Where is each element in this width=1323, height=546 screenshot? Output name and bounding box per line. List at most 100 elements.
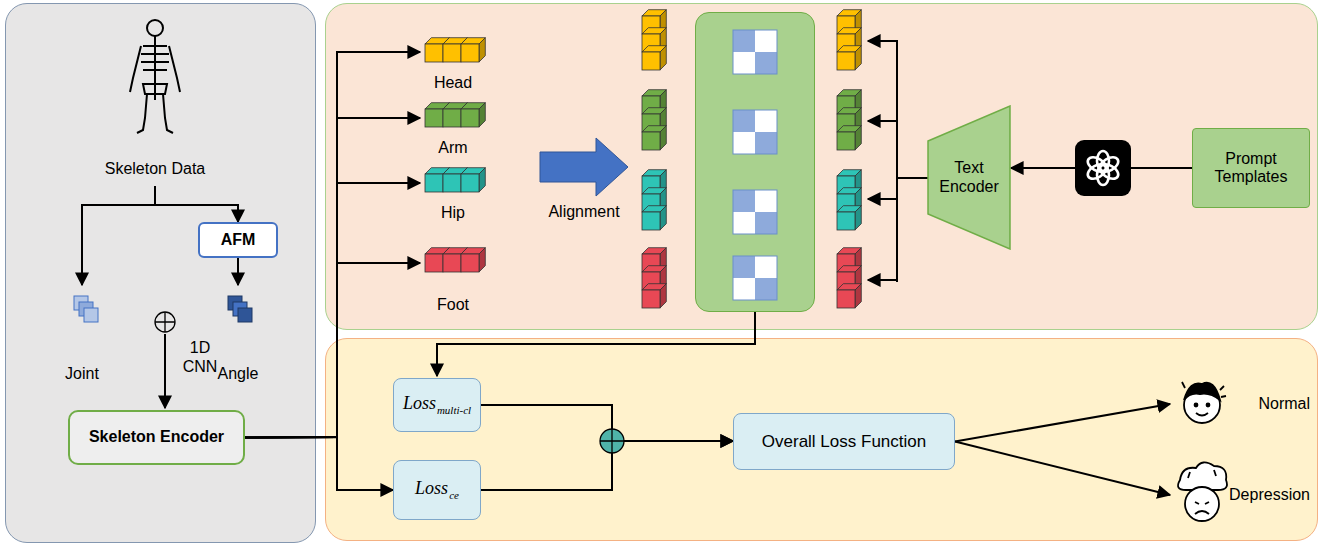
- cube: [479, 103, 485, 127]
- node-text: Prompt Templates: [1199, 150, 1303, 187]
- matrix-frame: [733, 256, 777, 300]
- cube: [855, 206, 861, 230]
- cube: [642, 212, 660, 230]
- node-text: Text Encoder: [933, 159, 1005, 196]
- similarity-matrices: [733, 30, 777, 300]
- skeleton-icon: [130, 20, 180, 133]
- angle-icon: [228, 296, 252, 322]
- cube: [660, 46, 666, 70]
- cube: [443, 174, 461, 192]
- part-feature: Foot: [420, 248, 486, 316]
- cube: [425, 109, 443, 127]
- loss-box: Lossce: [393, 460, 481, 520]
- cube: [425, 174, 443, 192]
- node-subtext: multi-cl: [437, 404, 471, 416]
- matrix-cell: [733, 212, 755, 234]
- process-box: Prompt Templates: [1192, 128, 1310, 208]
- matrix-cell: [733, 110, 755, 132]
- llm-logo: [1075, 140, 1131, 196]
- joint-icon: [74, 296, 98, 322]
- alignment-arrow: [540, 138, 628, 196]
- similarity-to-loss: [437, 312, 755, 376]
- node-text: Skeleton Data: [105, 160, 206, 178]
- matrix-cell: [755, 30, 777, 52]
- matrix-cell: [733, 190, 755, 212]
- part-feature: Arm: [420, 103, 486, 159]
- matrix-cell: [733, 256, 755, 278]
- node-text: Loss: [403, 393, 436, 413]
- annotation-label: Alignment: [543, 202, 625, 221]
- process-box: Overall Loss Function: [733, 413, 955, 470]
- outcome-label: Normal: [1170, 372, 1316, 436]
- node-text: Foot: [437, 296, 469, 314]
- node-subtext: ce: [449, 489, 459, 501]
- node-text: Normal: [1258, 395, 1310, 413]
- matrix-frame: [733, 30, 777, 74]
- node-text: Joint: [65, 365, 99, 383]
- annotation-label: 1D CNN: [180, 338, 220, 376]
- node-text: Hip: [441, 204, 465, 222]
- cube: [642, 290, 660, 308]
- cube: [443, 254, 461, 272]
- node-text: Overall Loss Function: [762, 432, 926, 452]
- cube: [479, 168, 485, 192]
- cube: [425, 44, 443, 62]
- node-text: Loss: [415, 478, 448, 498]
- matrix-frame: [733, 110, 777, 154]
- outcome-label: Depression: [1170, 462, 1316, 528]
- normal-face: [1182, 382, 1226, 423]
- cube: [855, 284, 861, 308]
- cube: [837, 132, 855, 150]
- loss-box: Lossmulti-cl: [393, 378, 481, 432]
- depression-face: [1178, 462, 1227, 521]
- encoder-trapezoid: Text Encoder: [927, 105, 1011, 250]
- cube: [855, 126, 861, 150]
- flow-arrow: [955, 442, 1170, 496]
- node-text: Arm: [438, 139, 467, 157]
- loss-formula: Lossce: [415, 478, 459, 502]
- cube: [479, 248, 485, 272]
- cube: [425, 254, 443, 272]
- loss-formula: Lossmulti-cl: [403, 393, 471, 417]
- add-symbol: [155, 312, 175, 332]
- cube: [642, 132, 660, 150]
- flow-arrow: [82, 186, 155, 285]
- matrix-cell: [755, 256, 777, 278]
- cube: [461, 109, 479, 127]
- cube: [660, 284, 666, 308]
- cube: [660, 126, 666, 150]
- matrix-cell: [755, 52, 777, 74]
- data-label: Skeleton Data: [95, 152, 215, 186]
- cube: [837, 290, 855, 308]
- flow-arrow: [155, 186, 238, 222]
- cube: [461, 44, 479, 62]
- node-text: Angle: [218, 365, 259, 383]
- matrix-cell: [755, 212, 777, 234]
- matrix-cell: [755, 190, 777, 212]
- part-feature: Head: [420, 38, 486, 94]
- matrix-frame: [733, 190, 777, 234]
- matrix-cell: [733, 278, 755, 300]
- part-feature: Hip: [420, 168, 486, 224]
- sum-symbol: [600, 429, 624, 453]
- cube: [855, 46, 861, 70]
- cube: [479, 38, 485, 62]
- feature-cubes: [425, 10, 861, 308]
- matrix-cell: [733, 30, 755, 52]
- feature-item: Joint: [52, 285, 112, 385]
- flow-arrow: [237, 258, 239, 285]
- cube: [461, 174, 479, 192]
- cube: [642, 52, 660, 70]
- node-text: Depression: [1229, 486, 1310, 504]
- cube: [837, 52, 855, 70]
- text-feature-arrows: [868, 40, 928, 282]
- encoder-box: Skeleton Encoder: [68, 410, 245, 465]
- cube: [443, 109, 461, 127]
- matrix-cell: [755, 110, 777, 132]
- matrix-cell: [755, 132, 777, 154]
- cube: [461, 254, 479, 272]
- node-text: Head: [434, 74, 472, 92]
- node-text: Skeleton Encoder: [89, 428, 224, 446]
- node-text: AFM: [221, 231, 256, 249]
- flow-arrow: [955, 404, 1170, 442]
